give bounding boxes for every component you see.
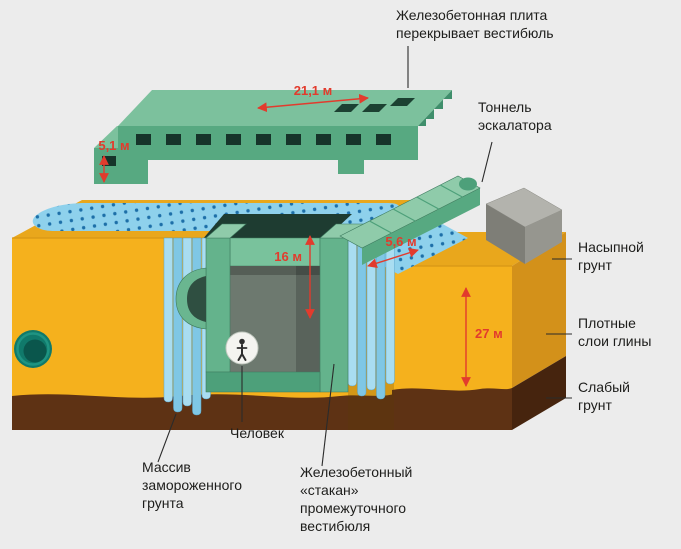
frozen-curtain-right [347,237,395,400]
ramp-step-line [392,208,416,222]
tunnel-pipe-inner [23,339,47,363]
label-frozen-soil: Массив замороженного грунта [142,459,242,511]
frozen-column [376,237,386,400]
slab-stepped-end [418,90,452,126]
label-concrete-slab: Железобетонная плита перекрывает вестибю… [396,7,554,41]
label-weak-soil-line2: грунт [578,397,612,413]
dimension-line-slab-length [257,93,369,113]
cup-bottom-slab [205,371,321,393]
cup-left-wall-cap [205,223,247,239]
cup-interior-shadow [296,266,320,372]
dimension-line-gap-width [367,248,419,268]
slab-vent-hole [136,134,151,145]
frozen-column [173,237,183,413]
label-concrete-slab-line1: Железобетонная плита [396,7,548,23]
label-escalator-line2: эскалатора [478,117,552,133]
frozen-column [385,237,395,385]
label-weak-soil: Слабый грунт [578,379,630,413]
label-escalator-line1: Тоннель [478,99,532,115]
label-concrete-cup-line1: Железобетонный [300,464,412,480]
person-leg [237,353,243,361]
label-frozen-soil-line2: замороженного [142,477,242,493]
slab-notch [338,160,364,174]
slab-vent-hole [196,134,211,145]
slab-vent-hole [166,134,181,145]
slab-top-face [118,90,452,126]
person-head [239,338,245,345]
labels: Железобетонная плита перекрывает вестибю… [142,7,651,534]
label-fill-soil-line1: Насыпной [578,239,644,255]
escalator-tunnel [339,175,481,265]
ramp-collar [459,177,477,191]
person-leg [241,353,247,361]
leader-frozen-soil-label [157,413,177,463]
mound-left-face [486,204,525,264]
tunnel-pipe-ring [16,332,50,366]
slab-roof-hole [390,98,415,106]
shaft-opening [202,214,352,240]
leader-concrete-cup-label [321,363,335,467]
cup-interior-top-shadow [230,266,320,275]
slab-vent-hole [316,134,331,145]
dimension-slab-length: 21,1 м [294,83,333,98]
dimension-clay-depth: 27 м [475,326,503,341]
leader-escalator-label [481,141,493,183]
label-concrete-cup: Железобетонный «стакан» промежуточного в… [300,464,412,534]
label-dense-clay-line2: слои глины [578,333,651,349]
label-person-line1: Человек [230,425,285,441]
label-fill-soil-line2: грунт [578,257,612,273]
slab-vent-hole [102,156,116,166]
leader-lines [157,46,572,467]
label-concrete-cup-line3: промежуточного [300,500,406,516]
ramp-top-face [339,175,481,249]
label-fill-soil: Насыпной грунт [578,239,644,273]
soil-block-right [392,232,566,430]
slab-vent-holes [136,134,391,145]
slab-vent-hole [376,134,391,145]
slab-vent-hole [256,134,271,145]
label-dense-clay-line1: Плотные [578,315,636,331]
dimension-slab-thickness: 5,1 м [98,138,129,153]
mound-right-face [525,210,562,264]
ramp-steps [369,184,463,234]
dimensions: 21,1 м 5,1 м 16 м 5,6 м 27 м [98,83,503,387]
fill-soil-mound [485,187,563,264]
frozen-column [357,237,367,397]
ramp-step-line [416,196,439,210]
dimension-vestibule-height: 16 м [274,249,302,264]
label-concrete-cup-line4: вестибюля [300,518,370,534]
slab-vent-hole [346,134,361,145]
person-icon [236,338,248,361]
weak-soil-layer-right [392,388,512,430]
ramp-front-face [362,188,480,265]
ramp-step-line [369,220,392,234]
cup-niche-opening [187,276,206,322]
label-weak-soil-line1: Слабый [578,379,630,395]
cup-right-wall [319,237,349,393]
person-marker [225,331,259,365]
slab-vent-hole [286,134,301,145]
label-concrete-cup-line2: «стакан» [300,482,359,498]
label-frozen-soil-line3: грунта [142,495,184,511]
ramp-step-line [440,184,463,198]
weak-soil-side-face [512,356,566,430]
label-frozen-soil-line1: Массив [142,459,191,475]
label-concrete-slab-line2: перекрывает вестибюль [396,25,554,41]
slab-vent-hole [226,134,241,145]
frozen-column [347,237,357,387]
weak-soil-layer-left [12,394,394,430]
dimension-gap-width: 5,6 м [385,234,416,249]
label-escalator-tunnel: Тоннель эскалатора [478,99,552,133]
frozen-column [366,237,376,391]
label-person: Человек [230,425,285,441]
tunnel-pipe [14,330,52,368]
frozen-column [163,237,173,403]
vestibule-cup [175,223,365,393]
soil-right-side-face [512,232,566,388]
label-dense-clay: Плотные слои глины [578,315,651,349]
